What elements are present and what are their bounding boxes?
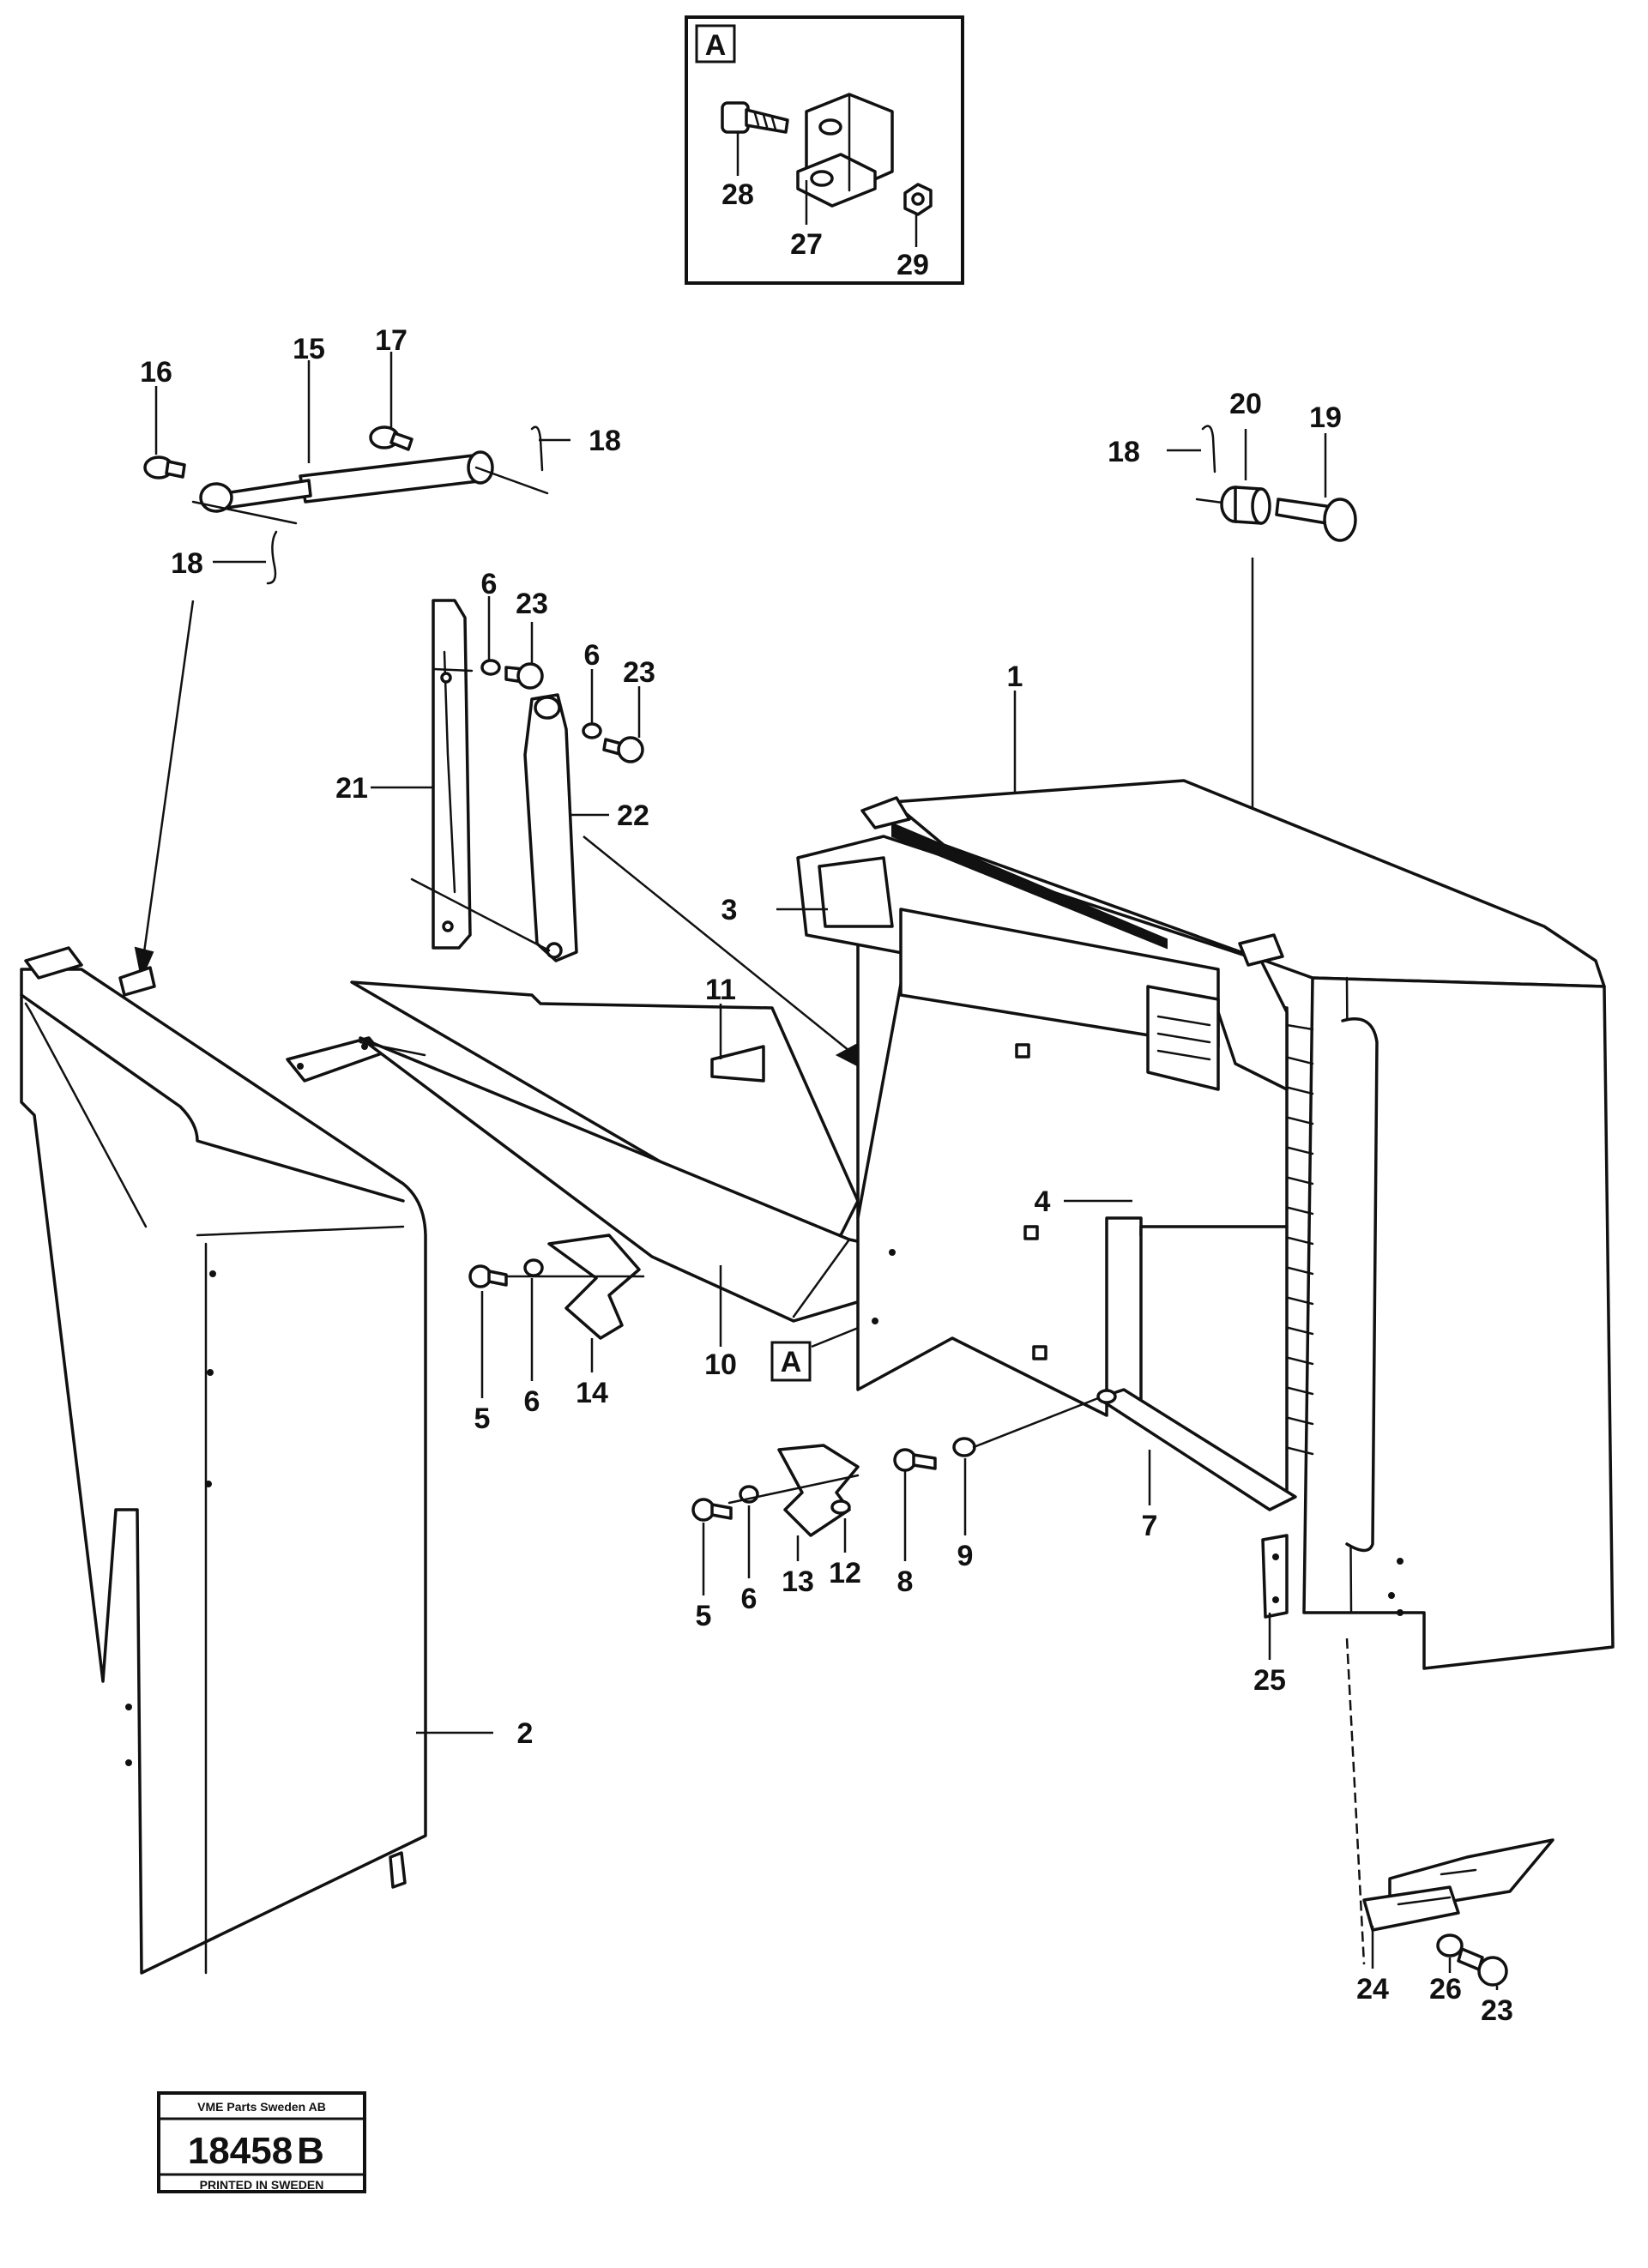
washer-6a-icon	[480, 659, 501, 676]
callout-23-bottom: 23	[1481, 1994, 1513, 2027]
callout-16: 16	[140, 356, 172, 389]
callout-14: 14	[576, 1377, 608, 1409]
callout-23-mid: 23	[623, 656, 655, 689]
stamp-printed: PRINTED IN SWEDEN	[200, 2178, 324, 2192]
hinge-arm-22-icon	[523, 693, 578, 962]
view-a-label: A	[781, 1346, 802, 1378]
callout-18-right: 18	[1108, 436, 1140, 468]
callout-3: 3	[721, 894, 738, 926]
callout-2: 2	[517, 1717, 534, 1750]
cotter-pin-18b-icon	[266, 530, 278, 585]
callout-5-bottom: 5	[696, 1600, 712, 1632]
callout-15: 15	[293, 333, 325, 365]
rail-7-icon	[1096, 1388, 1297, 1511]
detail-inset-a: A 28 27 29	[685, 15, 964, 285]
callout-27: 27	[790, 228, 823, 261]
callouts: 16 15 17 18 18 18 20 19 6 23 6 23 1 21 2…	[140, 324, 1513, 2027]
screw-5a-icon	[468, 1264, 508, 1288]
bracket-12-13-icon	[777, 1444, 860, 1537]
washer-6c-icon	[523, 1258, 544, 1277]
callout-8: 8	[897, 1565, 914, 1598]
callout-4: 4	[1035, 1185, 1051, 1218]
callout-6-mid: 6	[584, 639, 601, 672]
callout-18-top-left: 18	[589, 425, 621, 457]
stamp-box: VME Parts Sweden AB 18458 B PRINTED IN S…	[157, 2091, 366, 2193]
callout-17: 17	[375, 324, 407, 357]
screw-5b-icon	[691, 1498, 733, 1522]
hinge-arm-21-icon	[432, 599, 472, 950]
callout-28: 28	[721, 178, 754, 211]
bolt-23b-icon	[602, 736, 644, 763]
cotter-pin-18a-icon	[530, 425, 544, 472]
hood-1-icon	[796, 779, 1615, 1670]
plate-25-icon	[1261, 1534, 1289, 1619]
nut-29-icon	[903, 183, 933, 216]
pin-assembly	[1195, 425, 1357, 542]
callout-12: 12	[829, 1557, 861, 1589]
callout-19: 19	[1309, 401, 1342, 434]
latch-24-icon	[1362, 1838, 1554, 1932]
bolt-16-icon	[143, 455, 186, 480]
bolt-28-icon	[721, 101, 789, 134]
bolt-23c-icon	[1457, 1947, 1508, 1987]
bolt-17-icon	[369, 425, 414, 451]
callout-5-left: 5	[474, 1402, 491, 1435]
frame-3-icon	[796, 835, 1289, 1091]
callout-9: 9	[957, 1540, 974, 1572]
clevis-bracket-27-icon	[796, 93, 894, 208]
callout-7: 7	[1142, 1510, 1158, 1542]
callout-10: 10	[704, 1348, 737, 1381]
gas-strut-15-icon	[299, 453, 487, 504]
callout-20: 20	[1229, 388, 1262, 420]
callout-24: 24	[1356, 1973, 1389, 2006]
inset-label: A	[705, 29, 727, 62]
bolt-8-icon	[893, 1448, 937, 1472]
callout-26: 26	[1429, 1973, 1462, 2006]
callout-6-bottom: 6	[741, 1583, 758, 1615]
callout-6-top: 6	[481, 568, 498, 600]
callout-6-left: 6	[524, 1385, 540, 1418]
cotter-pin-18c-icon	[1201, 425, 1216, 474]
callout-1: 1	[1007, 660, 1023, 693]
bushing-20-icon	[1220, 486, 1271, 525]
side-panel-2-icon	[20, 946, 427, 1975]
bolt-23a-icon	[504, 662, 544, 690]
stamp-number: 18458	[188, 2130, 293, 2172]
washer-9-icon	[952, 1437, 976, 1457]
stamp-company: VME Parts Sweden AB	[197, 2100, 326, 2114]
gas-strut-assembly	[143, 425, 549, 585]
washer-26-icon	[1436, 1933, 1464, 1957]
callout-25: 25	[1253, 1664, 1286, 1697]
callout-11: 11	[705, 974, 736, 1006]
callout-18-left: 18	[171, 547, 203, 580]
washer-6b-icon	[582, 722, 602, 739]
view-a-reference: A	[770, 1319, 876, 1382]
pin-19-icon	[1275, 498, 1357, 542]
stamp-revision: B	[297, 2130, 324, 2172]
callout-29: 29	[896, 249, 929, 281]
clip-14-icon	[547, 1234, 641, 1340]
callout-23-top: 23	[516, 588, 548, 620]
callout-13: 13	[782, 1565, 814, 1598]
callout-21: 21	[335, 772, 368, 805]
callout-22: 22	[617, 799, 649, 832]
